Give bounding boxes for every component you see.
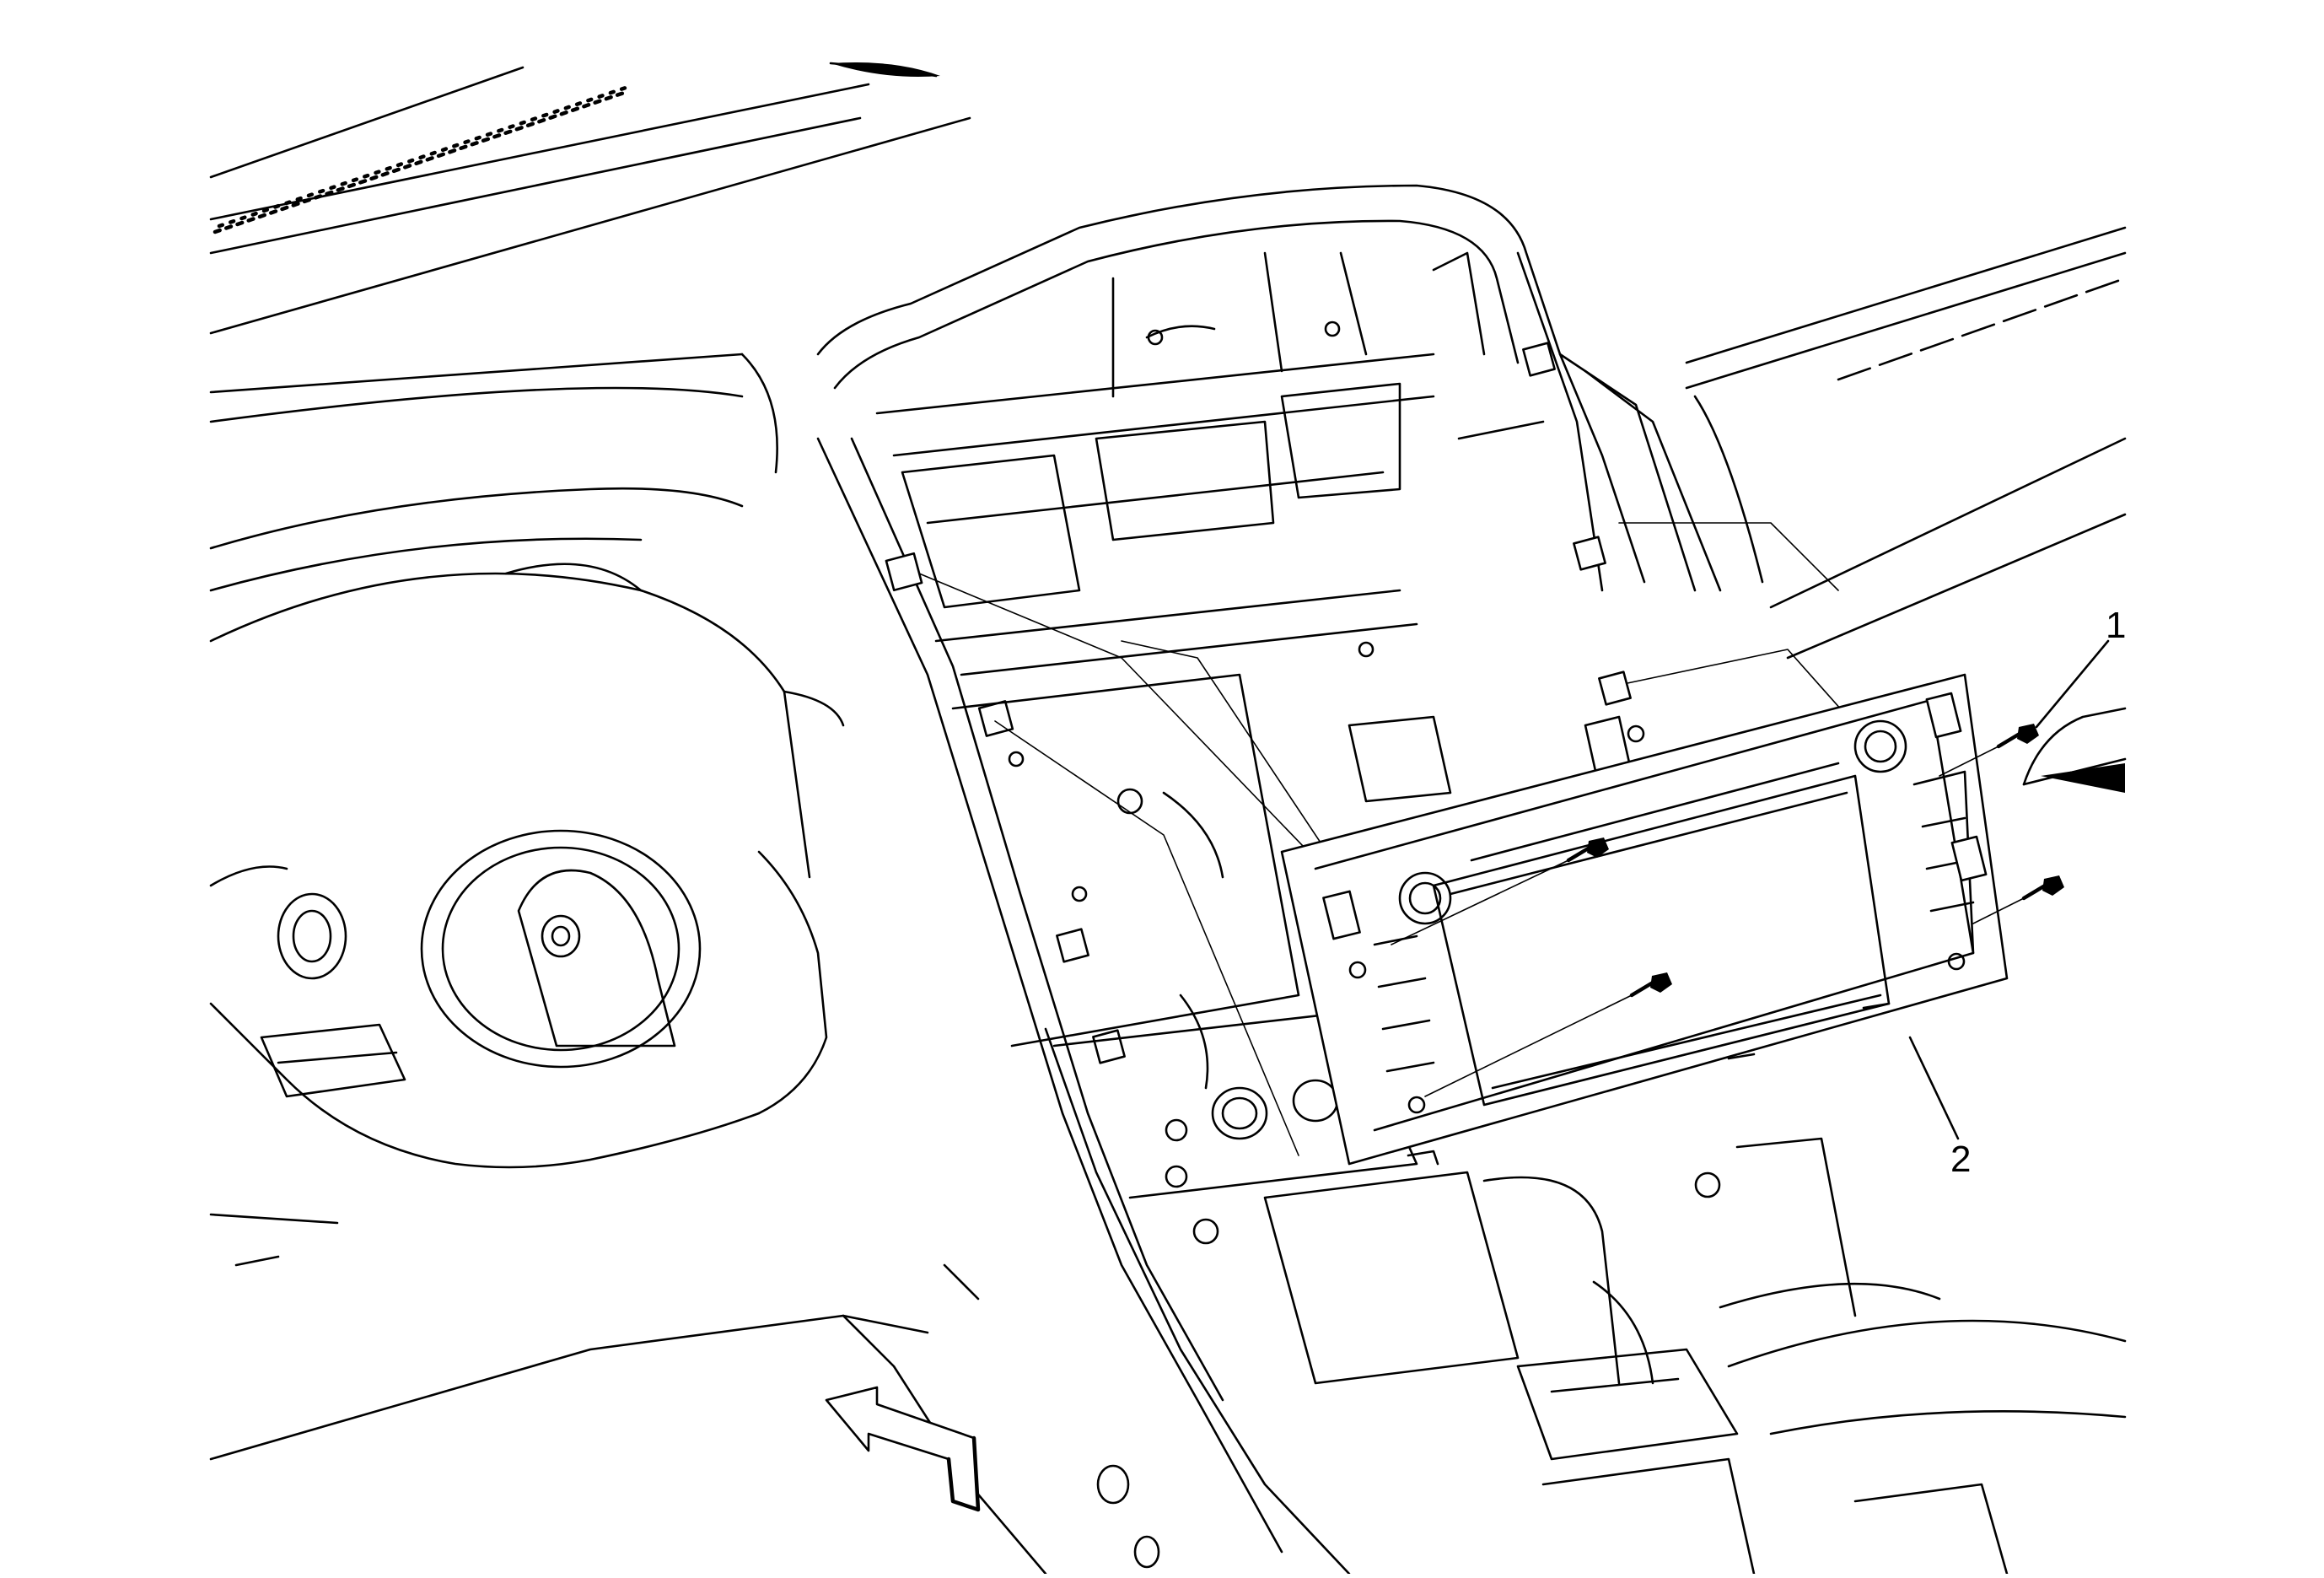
center-stack-left-rail xyxy=(816,437,1351,1575)
dashboard-top xyxy=(209,226,2127,660)
center-stack-right-rail xyxy=(1358,251,1722,803)
windshield-edge xyxy=(209,62,971,335)
radio-cavity xyxy=(951,673,1520,1385)
callout-label-1: 1 xyxy=(2106,605,2127,646)
bolt xyxy=(2021,875,2064,901)
steering-column xyxy=(209,829,828,1267)
radio-assembly xyxy=(1280,673,2009,1166)
center-stack-upper-frame xyxy=(816,184,1646,676)
alignment-lines xyxy=(918,522,1856,1156)
bolt xyxy=(1629,972,1672,998)
forward-arrow-icon xyxy=(825,1386,981,1512)
right-air-vent xyxy=(2022,707,2127,793)
fasteners xyxy=(1566,724,2064,998)
knee-bolster xyxy=(209,1263,1160,1575)
console-shifter xyxy=(1482,1137,2127,1575)
callout-label-2: 2 xyxy=(1950,1139,1972,1180)
callout-leaders xyxy=(1908,639,2110,1140)
instrument-cluster-hood xyxy=(209,563,845,887)
bolt xyxy=(1996,724,2039,749)
defroster-grille xyxy=(212,84,631,234)
fastener-lines xyxy=(1391,746,2025,1097)
bolt xyxy=(1566,837,1609,863)
